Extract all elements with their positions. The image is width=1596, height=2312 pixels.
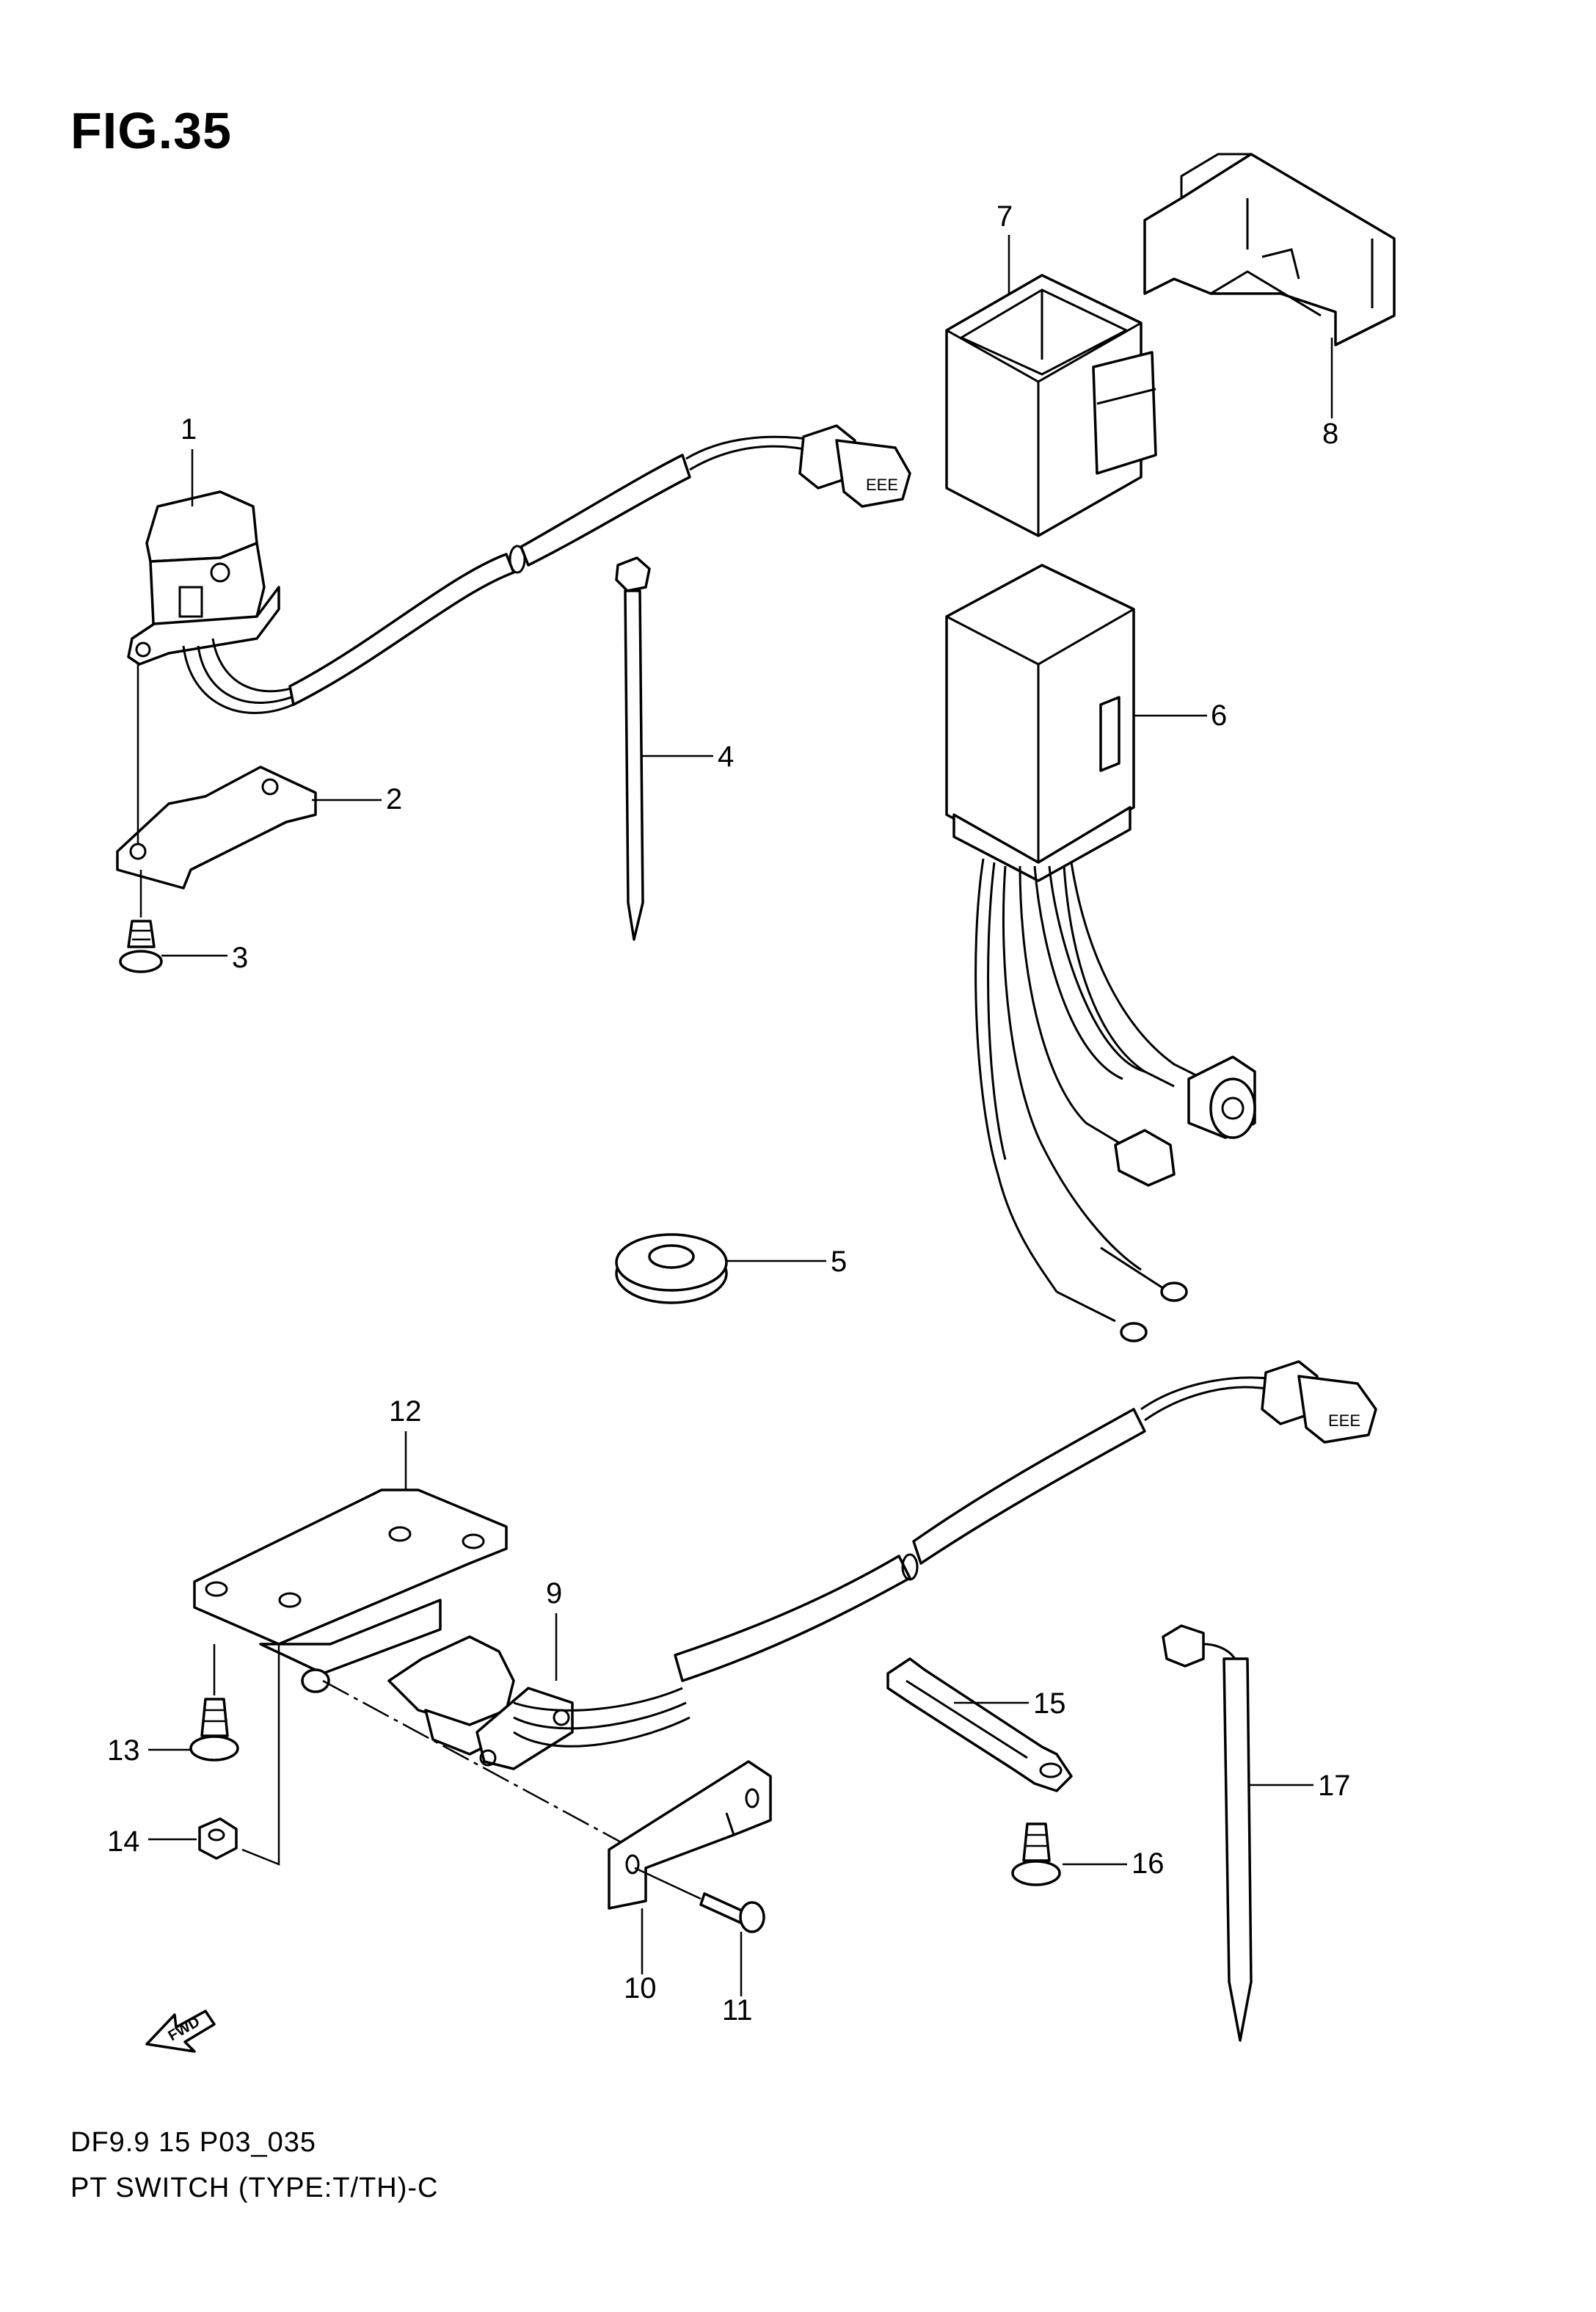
callout-7: 7 bbox=[996, 200, 1013, 233]
part-3-screw bbox=[119, 920, 163, 973]
part-11-screw bbox=[634, 1866, 765, 1933]
callout-1: 1 bbox=[181, 413, 197, 446]
part-16-bolt bbox=[1011, 1822, 1061, 1886]
callout-10: 10 bbox=[624, 1972, 657, 2004]
svg-text:EEE: EEE bbox=[1328, 1411, 1360, 1430]
callout-12: 12 bbox=[389, 1395, 422, 1428]
part-2-bracket bbox=[116, 766, 317, 890]
callout-17: 17 bbox=[1318, 1770, 1351, 1802]
part-13-bolt bbox=[189, 1698, 239, 1762]
part-10-bracket bbox=[608, 1760, 772, 1910]
part-12-plate bbox=[193, 1488, 508, 1693]
part-14-nut bbox=[198, 1817, 238, 1860]
callout-5: 5 bbox=[831, 1246, 847, 1278]
callout-15: 15 bbox=[1033, 1687, 1066, 1720]
part-6-relay bbox=[945, 564, 1256, 1342]
fwd-arrow-icon: FWD bbox=[145, 2010, 216, 2053]
callout-9: 9 bbox=[546, 1577, 562, 1610]
callout-13: 13 bbox=[107, 1734, 140, 1767]
part-5-grommet bbox=[615, 1233, 728, 1304]
part-15-strap bbox=[886, 1657, 1073, 1792]
figure-code: DF9.9 15 P03_035 bbox=[70, 2127, 317, 2158]
part-17-sensor-wire bbox=[1162, 1624, 1253, 2042]
part-4-cable-tie bbox=[615, 556, 651, 941]
svg-text:EEE: EEE bbox=[866, 476, 898, 494]
figure-name: PT SWITCH (TYPE:T/TH)-C bbox=[70, 2173, 439, 2203]
callout-2: 2 bbox=[386, 783, 402, 815]
part-8-clip-bracket bbox=[1143, 153, 1396, 346]
callout-14: 14 bbox=[107, 1825, 140, 1858]
callout-16: 16 bbox=[1132, 1847, 1165, 1880]
callout-11: 11 bbox=[722, 1994, 753, 2026]
figure-title: FIG.35 bbox=[70, 102, 232, 159]
callout-8: 8 bbox=[1322, 418, 1338, 450]
callout-6: 6 bbox=[1211, 699, 1227, 732]
part-7-relay-cover bbox=[945, 274, 1157, 537]
part-9-switch-harness: EEE bbox=[387, 1360, 1377, 1770]
part-1-pt-switch: EEE bbox=[127, 424, 911, 714]
callout-3: 3 bbox=[232, 942, 248, 974]
callout-4: 4 bbox=[718, 741, 734, 773]
